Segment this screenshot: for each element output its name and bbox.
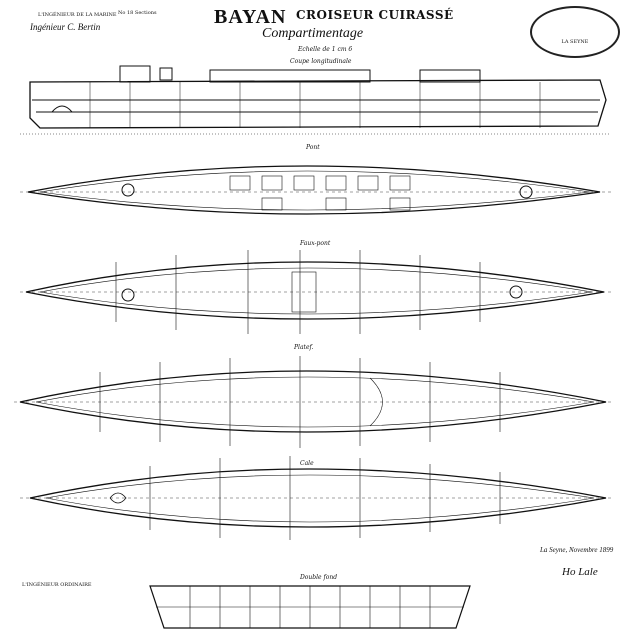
footer-left-note: L'INGÉNIEUR ORDINAIRE (22, 582, 92, 588)
stamp-text: LA SEYNE (561, 39, 589, 45)
engineer-signature: Ingénieur C. Bertin (30, 22, 101, 32)
page-title: BAYAN (214, 6, 287, 28)
caption-profile: Coupe longitudinale (290, 58, 352, 65)
page-subtitle: CROISEUR CUIRASSÉ (296, 8, 454, 22)
footer-date: La Seyne, Novembre 1899 (540, 546, 614, 554)
deck-plan-3 (14, 356, 614, 448)
footer-signature: Ho Lale (562, 566, 598, 578)
caption-deck1: Pont (306, 144, 320, 151)
top-center-note: No 18 Sections (118, 10, 157, 16)
profile-view (20, 65, 610, 135)
deck-plan-2 (20, 250, 612, 334)
scale-note: Echelle de 1 cm 6 (298, 46, 353, 53)
deck-plan-1 (20, 165, 612, 215)
double-bottom-plan (149, 585, 471, 629)
deck-plan-4 (20, 456, 612, 540)
caption-deck4: Cale (300, 460, 314, 467)
caption-double-bottom: Double fond (300, 574, 338, 581)
drawing-name: Compartimentage (262, 26, 364, 41)
caption-deck3: Platef. (294, 344, 314, 351)
caption-deck2: Faux-pont (300, 240, 331, 247)
oval-stamp-icon: LA SEYNE (530, 6, 620, 58)
top-left-heading: L'INGÉNIEUR DE LA MARINE (38, 12, 117, 18)
